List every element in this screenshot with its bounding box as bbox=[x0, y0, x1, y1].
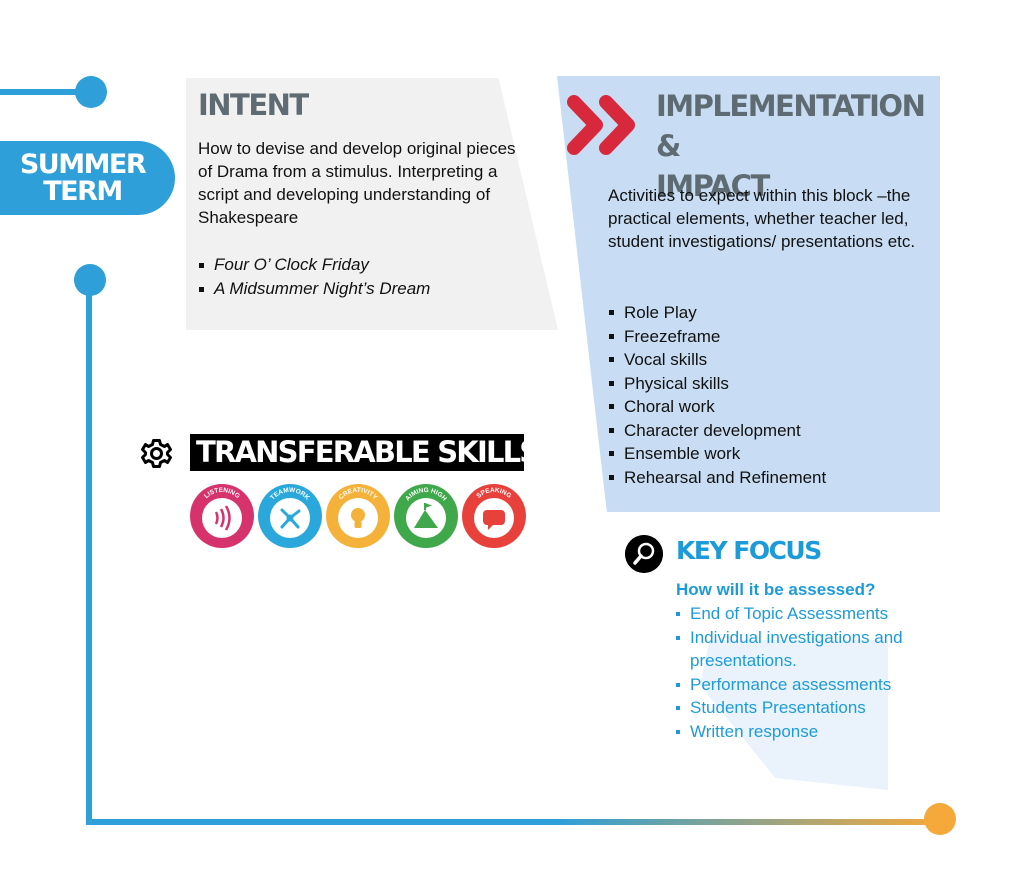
implementation-title-line-1: IMPLEMENTATION & bbox=[656, 89, 926, 163]
implementation-title-line-2: IMPACT bbox=[656, 169, 770, 203]
timeline-top-dot bbox=[75, 76, 107, 108]
skill-badges: LISTENING TEAMWORK CREATIVITY bbox=[190, 484, 530, 548]
skill-badge-creativity: CREATIVITY bbox=[326, 484, 390, 548]
list-item: Written response bbox=[676, 720, 956, 744]
term-line-2: TERM bbox=[43, 176, 123, 207]
key-focus-list: End of Topic Assessments Individual inve… bbox=[676, 602, 956, 743]
list-item: End of Topic Assessments bbox=[676, 602, 956, 626]
list-item: Choral work bbox=[608, 395, 826, 419]
list-item: Individual investigations and presentati… bbox=[676, 626, 956, 673]
list-item: Performance assessments bbox=[676, 673, 956, 697]
list-item: A Midsummer Night’s Dream bbox=[198, 277, 430, 301]
intent-list: Four O’ Clock Friday A Midsummer Night’s… bbox=[198, 253, 430, 301]
list-item: Role Play bbox=[608, 301, 826, 325]
key-focus-question: How will it be assessed? bbox=[676, 580, 876, 599]
timeline-vertical-line bbox=[86, 280, 92, 825]
mountain-flag-icon: AIMING HIGH bbox=[394, 484, 458, 548]
intent-description: How to devise and develop original piece… bbox=[198, 139, 516, 227]
list-item: Ensemble work bbox=[608, 442, 826, 466]
list-item: Four O’ Clock Friday bbox=[198, 253, 430, 277]
skill-badge-speaking: SPEAKING bbox=[462, 484, 526, 548]
team-icon: TEAMWORK bbox=[258, 484, 322, 548]
list-item: Vocal skills bbox=[608, 348, 826, 372]
chevron-right-icon bbox=[567, 95, 635, 155]
magnifier-icon bbox=[625, 535, 663, 573]
timeline-bottom-line bbox=[86, 819, 942, 825]
intent-title: INTENT bbox=[198, 88, 309, 122]
timeline-top-line bbox=[0, 89, 90, 95]
timeline-end-dot bbox=[924, 803, 956, 835]
key-focus-title: KEY FOCUS bbox=[676, 536, 822, 565]
skill-badge-teamwork: TEAMWORK bbox=[258, 484, 322, 548]
sound-waves-icon: LISTENING bbox=[190, 484, 254, 548]
list-item: Character development bbox=[608, 419, 826, 443]
speech-bubble-icon: SPEAKING bbox=[462, 484, 526, 548]
implementation-panel bbox=[557, 76, 940, 512]
term-line-1: SUMMER bbox=[19, 149, 147, 180]
implementation-title: IMPLEMENTATION & IMPACT bbox=[656, 86, 956, 206]
gear-icon bbox=[141, 439, 172, 468]
skill-badge-listening: LISTENING bbox=[190, 484, 254, 548]
list-item: Freezeframe bbox=[608, 325, 826, 349]
list-item: Students Presentations bbox=[676, 696, 956, 720]
list-item: Rehearsal and Refinement bbox=[608, 466, 826, 490]
implementation-list: Role Play Freezeframe Vocal skills Physi… bbox=[608, 301, 826, 489]
term-badge: SUMMER TERM bbox=[0, 141, 175, 215]
transferable-skills-title: TRANSFERABLE SKILLS: bbox=[190, 434, 524, 471]
list-item: Physical skills bbox=[608, 372, 826, 396]
intent-panel bbox=[186, 78, 558, 330]
skill-badge-aiming-high: AIMING HIGH bbox=[394, 484, 458, 548]
implementation-description: Activities to expect within this block –… bbox=[608, 186, 916, 251]
lightbulb-icon: CREATIVITY bbox=[326, 484, 390, 548]
